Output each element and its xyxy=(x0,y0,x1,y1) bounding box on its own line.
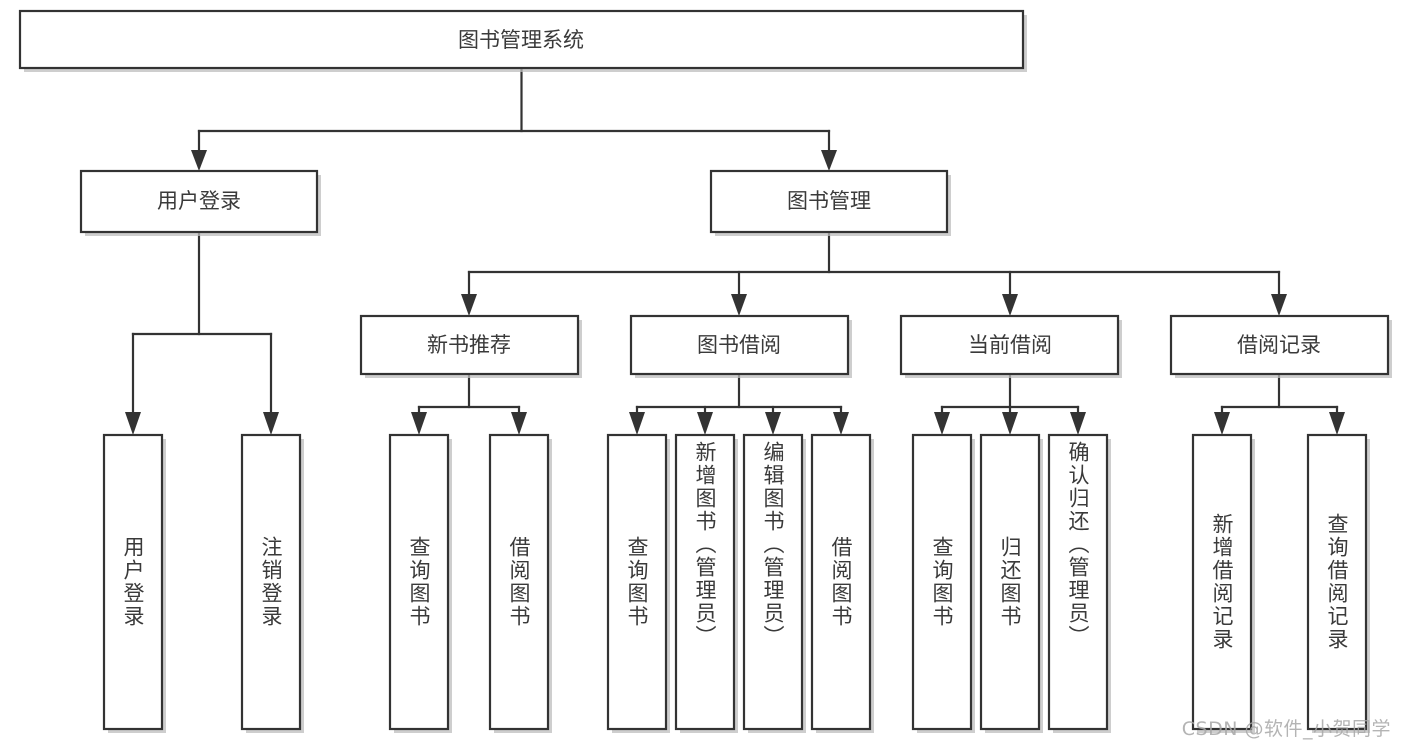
arrow-to-leaf-bookborrow-4 xyxy=(833,412,849,435)
leaf-bookborrow-1-box[interactable] xyxy=(606,433,668,731)
leaf-bookborrow-2-box[interactable] xyxy=(674,433,736,731)
leaf-newbook-1[interactable] xyxy=(388,433,452,733)
arrow-to-current-borrow xyxy=(1002,294,1018,316)
node-book-manage-label: 图书管理 xyxy=(787,189,871,213)
leaf-borrowrecords-1[interactable] xyxy=(1191,433,1255,733)
node-current-borrow[interactable]: 当前借阅 xyxy=(899,314,1122,378)
node-borrow-records-label: 借阅记录 xyxy=(1237,333,1321,357)
arrow-to-leaf-bookborrow-2 xyxy=(697,412,713,435)
node-user-login-label: 用户登录 xyxy=(157,189,241,213)
leaf-user-login-2-box[interactable] xyxy=(240,433,302,731)
leaf-borrowrecords-1-box[interactable] xyxy=(1191,433,1253,731)
leaf-currentborrow-1[interactable] xyxy=(911,433,975,733)
leaf-newbook-2[interactable] xyxy=(488,433,552,733)
node-new-book-recommend-label: 新书推荐 xyxy=(427,333,511,357)
arrow-to-leaf-borrowrecords-1 xyxy=(1214,412,1230,435)
leaf-currentborrow-3[interactable] xyxy=(1047,433,1111,733)
leaf-newbook-1-box[interactable] xyxy=(388,433,450,731)
leaf-bookborrow-1[interactable] xyxy=(606,433,670,733)
node-book-borrow-box[interactable] xyxy=(629,314,850,376)
node-user-login[interactable]: 用户登录 xyxy=(79,169,321,236)
node-current-borrow-label: 当前借阅 xyxy=(968,333,1052,357)
leaf-borrowrecords-2-box[interactable] xyxy=(1306,433,1368,731)
node-root-box[interactable] xyxy=(18,9,1025,70)
arrow-to-leaf-bookborrow-1 xyxy=(629,412,645,435)
leaf-user-login-2[interactable] xyxy=(240,433,304,733)
arrow-to-leaf-user-login-2 xyxy=(263,412,279,435)
arrow-to-leaf-bookborrow-3 xyxy=(765,412,781,435)
arrow-to-borrow-records xyxy=(1271,294,1287,316)
node-book-manage[interactable]: 图书管理 xyxy=(709,169,951,236)
node-user-login-box[interactable] xyxy=(79,169,319,234)
leaf-newbook-2-box[interactable] xyxy=(488,433,550,731)
arrow-to-book-borrow xyxy=(731,294,747,316)
arrow-to-user-login xyxy=(191,150,207,171)
leaf-user-login-1[interactable] xyxy=(102,433,166,733)
arrow-to-leaf-newbook-1 xyxy=(411,412,427,435)
arrow-to-book-manage xyxy=(821,150,837,171)
arrow-to-leaf-currentborrow-1 xyxy=(934,412,950,435)
node-borrow-records[interactable]: 借阅记录 xyxy=(1169,314,1392,378)
node-root[interactable]: 图书管理系统 xyxy=(18,9,1027,72)
connectors xyxy=(125,66,1345,435)
node-current-borrow-box[interactable] xyxy=(899,314,1120,376)
leaf-bookborrow-4[interactable] xyxy=(810,433,874,733)
leaf-bookborrow-3[interactable] xyxy=(742,433,806,733)
leaf-bookborrow-2[interactable] xyxy=(674,433,738,733)
leaf-currentborrow-1-box[interactable] xyxy=(911,433,973,731)
arrow-to-leaf-newbook-2 xyxy=(511,412,527,435)
arrow-to-leaf-borrowrecords-2 xyxy=(1329,412,1345,435)
arrow-to-new-book-recommend xyxy=(461,294,477,316)
leaf-user-login-1-box[interactable] xyxy=(102,433,164,731)
leaf-borrowrecords-2[interactable] xyxy=(1306,433,1370,733)
leaf-currentborrow-2[interactable] xyxy=(979,433,1043,733)
node-new-book-recommend-box[interactable] xyxy=(359,314,580,376)
node-book-manage-box[interactable] xyxy=(709,169,949,234)
leaf-bookborrow-3-box[interactable] xyxy=(742,433,804,731)
node-borrow-records-box[interactable] xyxy=(1169,314,1390,376)
leaf-currentborrow-2-box[interactable] xyxy=(979,433,1041,731)
node-book-borrow[interactable]: 图书借阅 xyxy=(629,314,852,378)
arrow-to-leaf-currentborrow-2 xyxy=(1002,412,1018,435)
leaf-currentborrow-3-box[interactable] xyxy=(1047,433,1109,731)
leaf-bookborrow-4-box[interactable] xyxy=(810,433,872,731)
node-book-borrow-label: 图书借阅 xyxy=(697,333,781,357)
node-new-book-recommend[interactable]: 新书推荐 xyxy=(359,314,582,378)
arrow-to-leaf-user-login-1 xyxy=(125,412,141,435)
node-root-label: 图书管理系统 xyxy=(458,28,584,52)
arrow-to-leaf-currentborrow-3 xyxy=(1070,412,1086,435)
